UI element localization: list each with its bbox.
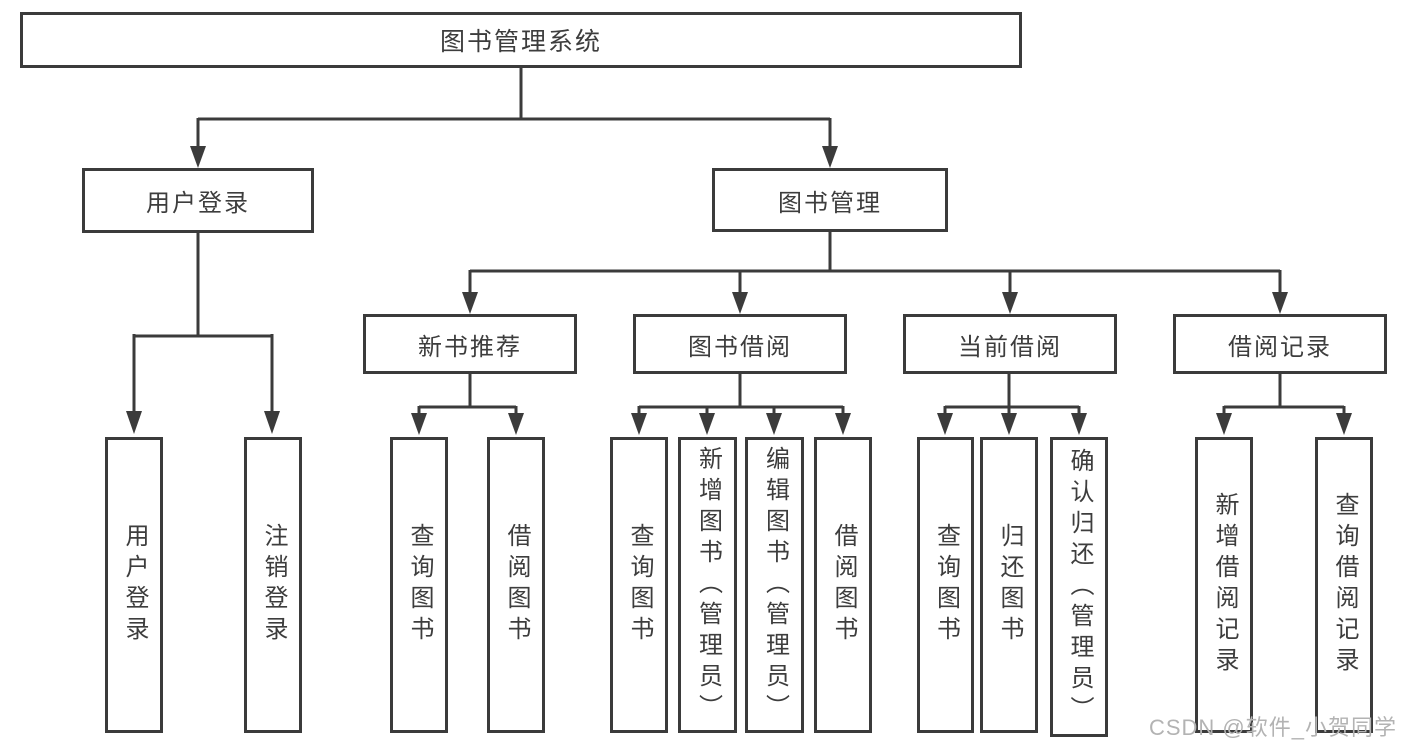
node-borrowing-records: 借阅记录 xyxy=(1173,314,1387,374)
node-book-borrowing: 图书借阅 xyxy=(633,314,847,374)
node-label: 编辑图书（管理员） xyxy=(761,445,789,725)
node-label: 归还图书 xyxy=(996,523,1023,647)
csdn-watermark: CSDN @软件_小贺同学 xyxy=(1148,715,1397,740)
node-user-login-module: 用户登录 xyxy=(82,168,314,233)
leaf-add-books-admin: 新增图书（管理员） xyxy=(678,437,737,733)
leaf-borrow-books-recommend: 借阅图书 xyxy=(487,437,545,733)
leaf-borrow-books: 借阅图书 xyxy=(814,437,872,733)
node-new-book-recommend: 新书推荐 xyxy=(363,314,577,374)
node-label: 图书管理 xyxy=(778,189,882,217)
node-label: 借阅图书 xyxy=(830,523,857,647)
leaf-query-books-current: 查询图书 xyxy=(917,437,974,733)
node-root-library-system: 图书管理系统 xyxy=(20,12,1022,68)
node-label: 新增图书（管理员） xyxy=(694,445,722,725)
leaf-user-login: 用户登录 xyxy=(105,437,163,733)
node-label: 新书推荐 xyxy=(418,333,522,361)
node-label: 图书管理系统 xyxy=(439,28,602,56)
node-label: 查询借阅记录 xyxy=(1331,492,1358,678)
leaf-return-books: 归还图书 xyxy=(980,437,1038,733)
node-label: 图书借阅 xyxy=(688,333,792,361)
node-label: 注销登录 xyxy=(260,523,287,647)
node-label: 借阅记录 xyxy=(1228,333,1332,361)
leaf-query-books-borrowing: 查询图书 xyxy=(610,437,668,733)
node-book-management-module: 图书管理 xyxy=(712,168,948,232)
node-label: 查询图书 xyxy=(932,523,960,647)
leaf-logout: 注销登录 xyxy=(244,437,302,733)
node-label: 新增借阅记录 xyxy=(1211,492,1238,678)
leaf-query-borrow-record: 查询借阅记录 xyxy=(1315,437,1373,733)
node-label: 当前借阅 xyxy=(958,333,1062,361)
node-label: 借阅图书 xyxy=(503,523,530,647)
leaf-query-books-recommend: 查询图书 xyxy=(390,437,448,733)
node-label: 查询图书 xyxy=(406,523,433,647)
node-label: 查询图书 xyxy=(626,523,653,647)
leaf-edit-books-admin: 编辑图书（管理员） xyxy=(745,437,804,733)
node-label: 用户登录 xyxy=(121,523,148,647)
leaf-confirm-return-admin: 确认归还（管理员） xyxy=(1050,437,1108,737)
node-label: 确认归还（管理员） xyxy=(1066,447,1093,727)
node-label: 用户登录 xyxy=(146,190,250,217)
leaf-add-borrow-record: 新增借阅记录 xyxy=(1195,437,1253,733)
node-current-borrowing: 当前借阅 xyxy=(903,314,1117,374)
